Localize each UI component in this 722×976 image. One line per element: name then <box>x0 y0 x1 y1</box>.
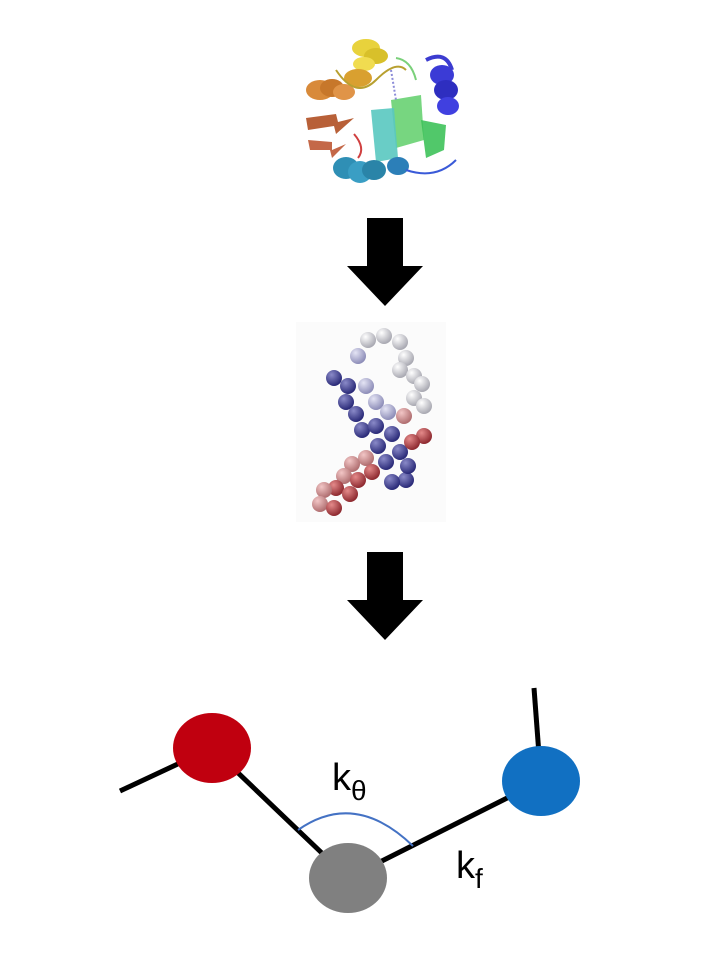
bond-constant-label: kf <box>456 845 483 894</box>
bead-left <box>173 713 251 783</box>
helix-teal-bottom <box>333 157 409 183</box>
angle-arc <box>297 812 414 847</box>
helix-orange <box>306 69 372 100</box>
helix-yellow <box>352 39 388 71</box>
bead-middle <box>309 843 387 913</box>
loops <box>335 57 457 175</box>
bead-right <box>502 746 580 816</box>
angle-constant-label: kθ <box>332 757 367 806</box>
sheet-green <box>391 95 446 158</box>
sheet-cyan <box>371 108 398 162</box>
bead-cluster <box>312 328 432 516</box>
helix-blue-right <box>425 54 459 115</box>
bead-spring-schematic: kθ kf <box>118 687 580 913</box>
bead-chain-model-image <box>296 322 446 522</box>
protein-cartoon-image <box>306 39 459 183</box>
down-arrow-icon <box>347 552 423 640</box>
down-arrow-icon <box>347 218 423 306</box>
strand-brown <box>306 114 354 158</box>
